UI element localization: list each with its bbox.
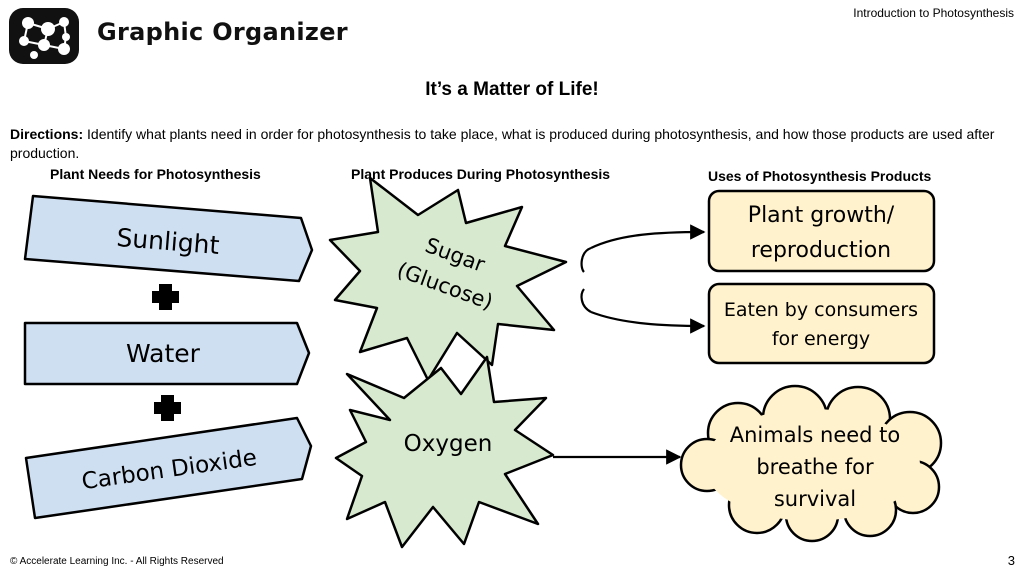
use-animals-cloud: Animals need to breathe for survival <box>679 384 943 543</box>
column-heading-needs: Plant Needs for Photosynthesis <box>50 166 261 182</box>
product-sugar-starburst: Sugar (Glucose) <box>328 176 568 382</box>
directions-label: Directions: <box>10 126 84 142</box>
topic-label: Introduction to Photosynthesis <box>853 6 1014 20</box>
use-eaten-line1: Eaten by consumers <box>724 299 918 321</box>
directions: Directions: Identify what plants need in… <box>10 125 1015 163</box>
copyright-notice: © Accelerate Learning Inc. - All Rights … <box>10 556 224 567</box>
product-oxygen-label: Oxygen <box>404 431 493 457</box>
slide-title: It’s a Matter of Life! <box>425 79 599 100</box>
brand-title: Graphic Organizer <box>97 18 348 46</box>
use-animals-line3: survival <box>774 487 856 511</box>
column-heading-produces: Plant Produces During Photosynthesis <box>351 166 611 182</box>
need-carbon-dioxide-arrow: Carbon Dioxide <box>24 416 313 520</box>
connector-to-eaten-arrow <box>590 310 706 334</box>
use-growth-box: Plant growth/ reproduction <box>707 189 936 273</box>
connector-to-growth-arrow <box>590 224 706 249</box>
directions-text: Identify what plants need in order for p… <box>10 126 995 161</box>
page-number: 3 <box>1007 553 1015 568</box>
need-water-label: Water <box>126 339 201 368</box>
connector-curve <box>580 288 592 313</box>
plus-icon <box>154 395 181 421</box>
connector-curve <box>580 246 592 273</box>
plus-icon <box>152 284 179 310</box>
need-sunlight-arrow: Sunlight <box>23 194 314 283</box>
graphic-organizer-logo-icon <box>9 8 79 64</box>
use-animals-line1: Animals need to <box>730 423 901 447</box>
use-eaten-line2: for energy <box>772 328 870 350</box>
use-eaten-box: Eaten by consumers for energy <box>707 282 936 365</box>
column-heading-uses: Uses of Photosynthesis Products <box>708 168 932 184</box>
need-water-arrow: Water <box>23 321 311 386</box>
use-growth-line2: reproduction <box>751 238 891 263</box>
product-oxygen-starburst: Oxygen <box>334 355 555 549</box>
use-growth-line1: Plant growth/ <box>748 203 895 228</box>
use-animals-line2: breathe for <box>756 455 874 479</box>
